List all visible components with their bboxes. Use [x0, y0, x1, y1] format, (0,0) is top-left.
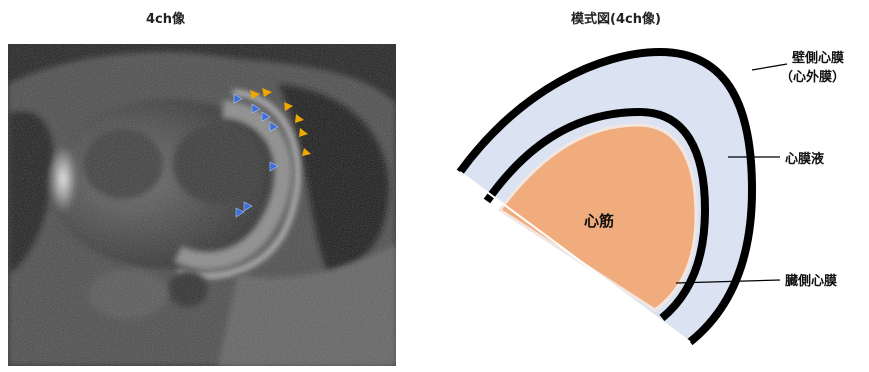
- label-pericardial-fluid: 心膜液: [785, 148, 824, 167]
- mri-title: 4ch像: [146, 8, 185, 27]
- pericardium-schematic: [440, 40, 869, 372]
- label-visceral-pericardium: 臓側心膜: [785, 270, 837, 289]
- mri-image: [8, 44, 396, 366]
- label-parietal-pericardium: 壁側心膜: [792, 47, 844, 66]
- label-myocardium: 心筋: [584, 210, 614, 231]
- schema-title: 模式図(4ch像): [571, 8, 661, 27]
- label-epicardium: （心外膜）: [780, 66, 845, 85]
